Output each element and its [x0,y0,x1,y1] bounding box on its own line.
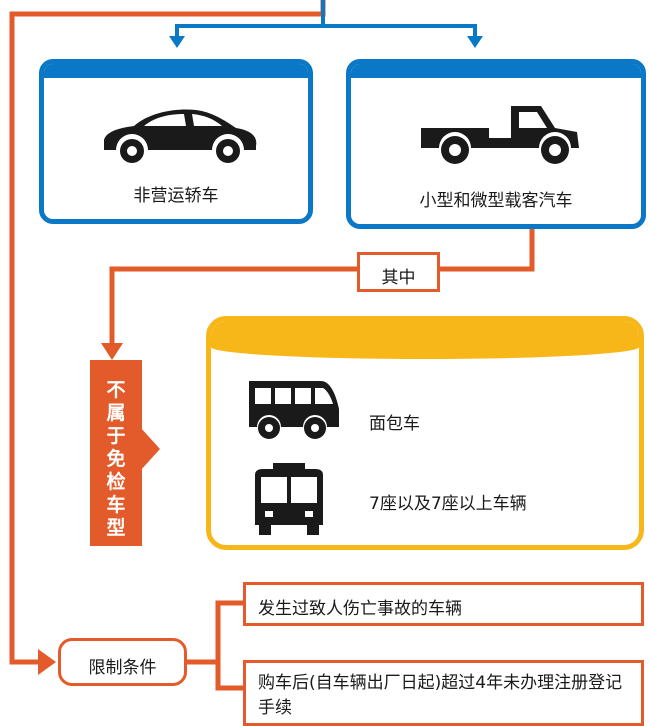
subset-connector-right [440,226,535,272]
pickup-truck-icon [421,106,579,164]
conditions-label: 限制条件 [88,658,157,678]
exempt-vehicles-box: 面包车 7座以及7座以上车辆 [206,316,644,550]
split-arrowhead-right [467,36,483,48]
card-sedan-label: 非营运轿车 [133,186,219,206]
van-icon [249,381,339,439]
condition-item-2: 购车后(自车辆出厂日起)超过4年未办理注册登记手续 [243,660,644,726]
condition-item-2-text: 购车后(自车辆出厂日起)超过4年未办理注册登记手续 [258,673,623,718]
sedan-icon [104,109,257,163]
card-header-band [351,64,641,78]
subset-connector-left [109,266,357,345]
exempt-item-van-label: 面包车 [369,414,420,434]
card-passenger-vehicle: 小型和微型载客汽车 [346,59,646,229]
condition-branch-1 [187,600,243,665]
not-exempt-pointer [140,427,160,471]
subset-label-box: 其中 [357,252,440,292]
card-header-band [44,64,308,78]
split-arrowhead-left [169,36,185,48]
conditions-label-box: 限制条件 [58,638,187,686]
exempt-item-bus-label: 7座以及7座以上车辆 [369,494,527,514]
condition-branch-2 [215,662,243,691]
not-exempt-text: 不属于免检车型 [106,379,126,539]
exempt-box-header-band [211,321,639,359]
not-exempt-label: 不属于免检车型 [100,379,132,540]
conditions-arrowhead [38,649,56,675]
exempt-arrowhead [101,343,123,360]
not-exempt-banner [90,360,142,546]
card-passenger-vehicle-label: 小型和微型载客汽车 [419,191,573,211]
split-line-left [175,0,325,38]
subset-label: 其中 [381,268,416,288]
split-line-right [323,24,477,38]
card-sedan: 非营运轿车 [39,59,313,224]
bus-icon [255,463,323,535]
condition-item-1: 发生过致人伤亡事故的车辆 [243,582,644,626]
condition-item-1-text: 发生过致人伤亡事故的车辆 [258,599,462,619]
